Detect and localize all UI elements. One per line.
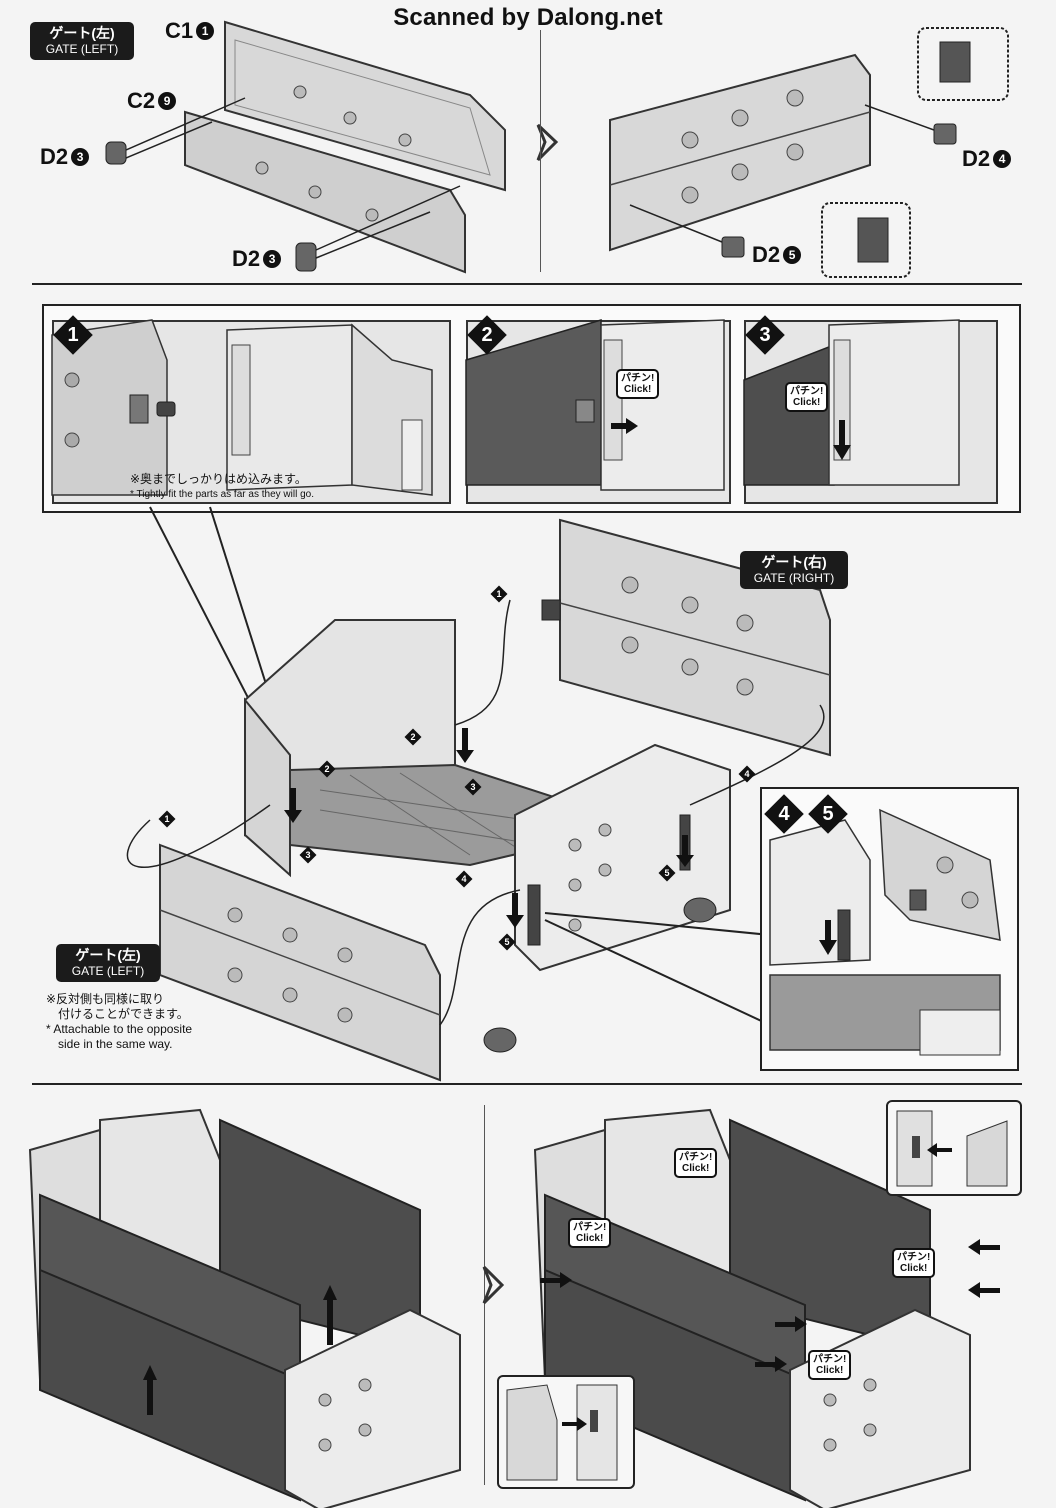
gate-left-en: GATE (LEFT) (45, 42, 119, 56)
callout-3-a: 3 (464, 778, 482, 796)
click-label-step3: パチン!Click! (785, 382, 829, 412)
section4-left-drawing (28, 1108, 461, 1508)
detail-4-5-drawing (769, 808, 1001, 1056)
gate-left-label: ゲート(左) GATE (LEFT) (30, 22, 134, 60)
section3-rule (32, 1083, 1022, 1085)
callout-3-b: 3 (299, 846, 317, 864)
section4-arrow (482, 1265, 505, 1305)
gate-left-jp: ゲート(左) (49, 25, 115, 41)
section1-rule (32, 283, 1022, 285)
click-label-s4-c: パチン!Click! (892, 1248, 936, 1278)
callout-5-left: 5 (498, 933, 516, 951)
step1-note: ※奥までしっかりはめ込みます。 * Tightly fit the parts … (130, 472, 314, 500)
detail-step-4: 4 (764, 794, 804, 834)
section3-drawing (126, 506, 831, 1082)
callout-4-left: 4 (455, 870, 473, 888)
gate-right-label: ゲート(右) GATE (RIGHT) (740, 551, 848, 589)
detail-step-5: 5 (808, 794, 848, 834)
step-badge-1: 1 (53, 315, 93, 355)
click-label-s4-d: パチン!Click! (808, 1350, 852, 1380)
section1-divider (540, 30, 541, 272)
callout-1-left: 1 (158, 810, 176, 828)
click-label-s4-b: パチン!Click! (568, 1218, 612, 1248)
step3-drawing (743, 319, 960, 486)
click-label-step2: パチン!Click! (616, 369, 660, 399)
click-label-s4-a: パチン!Click! (674, 1148, 718, 1178)
opposite-side-note: ※反対側も同様に取り 付けることができます。 * Attachable to t… (46, 992, 193, 1051)
callout-2-a: 2 (404, 728, 422, 746)
step-badge-3: 3 (745, 315, 785, 355)
callout-2-b: 2 (318, 760, 336, 778)
step2-drawing (465, 318, 725, 491)
inset-top-right-drawing (896, 1110, 1008, 1187)
step1-drawing (51, 319, 433, 496)
gate-left-label-2: ゲート(左) GATE (LEFT) (56, 944, 160, 982)
inset-bottom-left-drawing (506, 1384, 618, 1481)
callout-1-right: 1 (490, 585, 508, 603)
callout-5-right: 5 (658, 864, 676, 882)
callout-4-right: 4 (738, 765, 756, 783)
header-watermark: Scanned by Dalong.net (393, 4, 663, 31)
step-badge-2: 2 (467, 315, 507, 355)
section4-divider (484, 1105, 485, 1485)
section1-drawing (105, 20, 1009, 278)
